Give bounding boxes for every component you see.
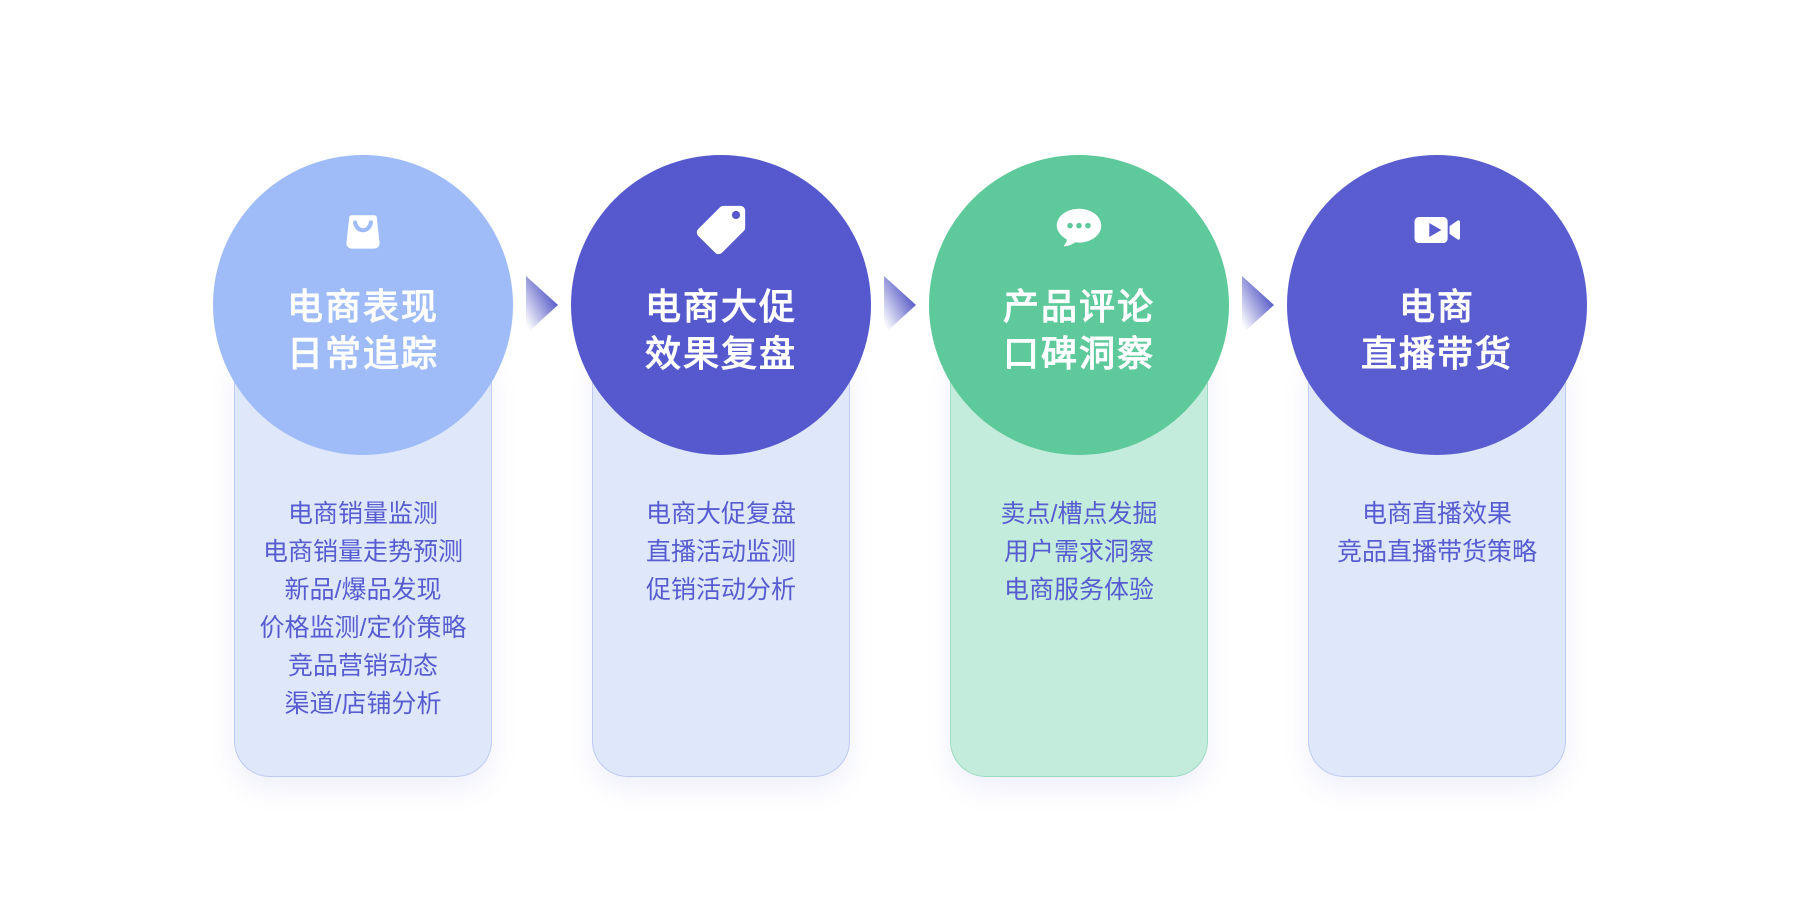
stage-title-line: 电商大促	[644, 286, 797, 327]
shopping-bag-icon	[334, 201, 392, 259]
feature-item: 电商直播效果	[1361, 500, 1512, 528]
stage-title: 电商直播带货	[1361, 283, 1513, 377]
feature-list: 电商大促复盘直播活动监测促销活动分析	[593, 495, 849, 609]
stage-title-line: 产品评论	[1002, 286, 1155, 327]
feature-item: 电商服务体验	[1003, 576, 1154, 604]
feature-item: 电商销量走势预测	[262, 538, 463, 566]
stage-circle: 电商大促效果复盘	[571, 155, 871, 455]
feature-item: 电商销量监测	[287, 500, 438, 528]
stage-title-line: 直播带货	[1360, 333, 1513, 374]
stage-title-line: 电商表现	[286, 286, 439, 327]
stage-title: 产品评论口碑洞察	[1003, 283, 1155, 377]
price-tag-icon	[692, 201, 750, 259]
flow-column-product-review-insight: 卖点/槽点发掘用户需求洞察电商服务体验 产品评论口碑洞察	[929, 155, 1229, 777]
flow-column-ecommerce-daily-tracking: 电商销量监测电商销量走势预测新品/爆品发现价格监测/定价策略竞品营销动态渠道/店…	[213, 155, 513, 777]
arrow-right-icon	[1242, 276, 1274, 334]
feature-item: 卖点/槽点发掘	[1000, 500, 1158, 528]
stage-title-line: 日常追踪	[286, 333, 439, 374]
stage-circle: 电商表现日常追踪	[213, 155, 513, 455]
stage-title: 电商大促效果复盘	[645, 283, 797, 377]
feature-item: 竞品直播带货策略	[1336, 538, 1537, 566]
chat-bubble-icon	[1050, 201, 1108, 259]
stage-title-line: 电商	[1398, 286, 1475, 327]
feature-list: 电商销量监测电商销量走势预测新品/爆品发现价格监测/定价策略竞品营销动态渠道/店…	[235, 495, 491, 723]
feature-item: 价格监测/定价策略	[259, 614, 467, 642]
stage-circle: 电商直播带货	[1287, 155, 1587, 455]
video-camera-icon	[1408, 201, 1466, 259]
stage-title-line: 口碑洞察	[1002, 333, 1155, 374]
flow-column-live-commerce: 电商直播效果竞品直播带货策略 电商直播带货	[1287, 155, 1587, 777]
feature-item: 用户需求洞察	[1003, 538, 1154, 566]
feature-item: 促销活动分析	[645, 576, 796, 604]
arrow-right-icon	[526, 276, 558, 334]
stage-title-line: 效果复盘	[644, 333, 797, 374]
arrow-right-icon	[884, 276, 916, 334]
flow-column-promo-effect-review: 电商大促复盘直播活动监测促销活动分析 电商大促效果复盘	[571, 155, 871, 777]
feature-list: 卖点/槽点发掘用户需求洞察电商服务体验	[951, 495, 1207, 609]
feature-item: 竞品营销动态	[287, 652, 438, 680]
feature-item: 新品/爆品发现	[284, 576, 442, 604]
stage-title: 电商表现日常追踪	[287, 283, 439, 377]
stage-circle: 产品评论口碑洞察	[929, 155, 1229, 455]
flow-diagram: 电商销量监测电商销量走势预测新品/爆品发现价格监测/定价策略竞品营销动态渠道/店…	[213, 155, 1587, 777]
feature-list: 电商直播效果竞品直播带货策略	[1309, 495, 1565, 571]
feature-item: 渠道/店铺分析	[284, 690, 442, 718]
feature-item: 直播活动监测	[645, 538, 796, 566]
feature-item: 电商大促复盘	[645, 500, 796, 528]
